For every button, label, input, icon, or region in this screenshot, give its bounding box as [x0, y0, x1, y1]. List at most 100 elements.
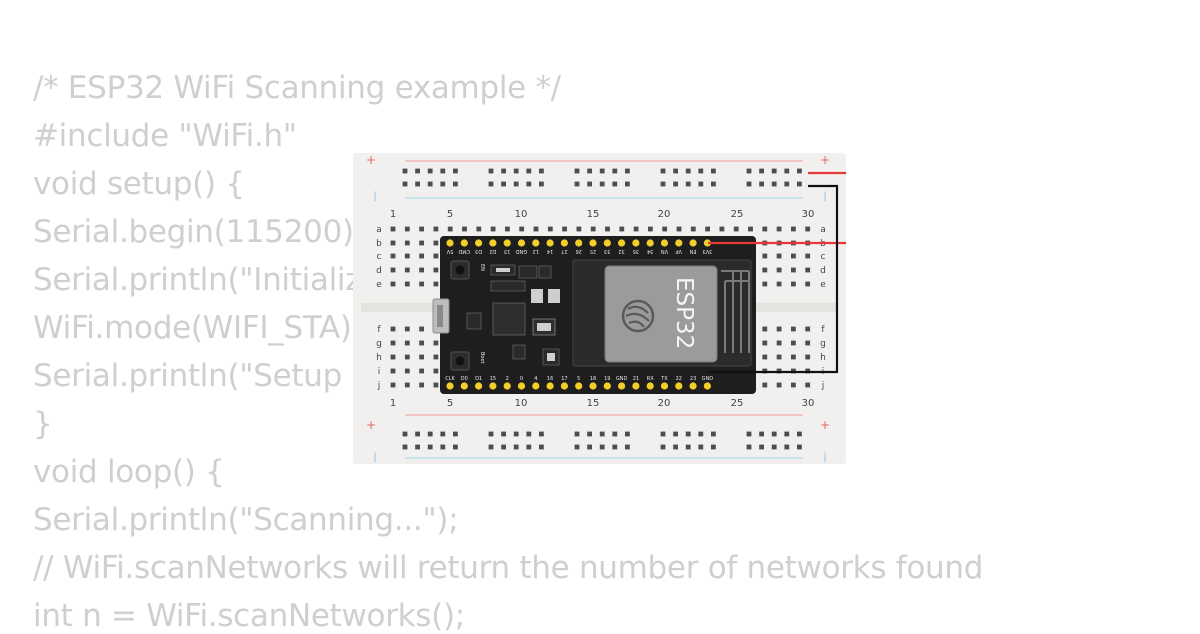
breadboard-hole[interactable]	[673, 181, 678, 187]
breadboard-hole[interactable]	[447, 226, 453, 232]
breadboard-hole[interactable]	[404, 368, 410, 374]
breadboard-hole[interactable]	[762, 281, 768, 287]
breadboard-hole[interactable]	[660, 444, 666, 450]
breadboard-hole[interactable]	[587, 181, 592, 187]
breadboard-hole[interactable]	[776, 340, 782, 346]
breadboard-hole[interactable]	[419, 226, 424, 232]
breadboard-hole[interactable]	[612, 444, 618, 450]
breadboard-hole[interactable]	[660, 168, 666, 174]
breadboard-hole[interactable]	[390, 281, 396, 287]
breadboard-hole[interactable]	[501, 168, 506, 174]
breadboard-hole[interactable]	[453, 431, 458, 437]
breadboard-hole[interactable]	[419, 326, 424, 332]
breadboard-hole[interactable]	[791, 326, 796, 332]
breadboard-hole[interactable]	[453, 181, 458, 187]
breadboard-hole[interactable]	[660, 431, 666, 437]
breadboard-hole[interactable]	[501, 431, 506, 437]
breadboard-hole[interactable]	[390, 253, 396, 259]
breadboard-hole[interactable]	[776, 253, 782, 259]
breadboard-hole[interactable]	[625, 181, 630, 187]
breadboard-hole[interactable]	[711, 181, 716, 187]
breadboard-hole[interactable]	[539, 431, 544, 437]
esp32-pin[interactable]	[475, 239, 483, 247]
breadboard-hole[interactable]	[673, 168, 678, 174]
esp32-pin[interactable]	[646, 382, 654, 390]
breadboard-hole[interactable]	[685, 168, 691, 174]
breadboard-hole[interactable]	[390, 240, 396, 246]
breadboard-hole[interactable]	[784, 181, 790, 187]
esp32-devkit[interactable]: 3V3ENVPVN343532332526271412GND13D2D3CMD5…	[432, 236, 756, 394]
breadboard-hole[interactable]	[590, 226, 596, 232]
breadboard-hole[interactable]	[390, 354, 396, 360]
esp32-pin[interactable]	[546, 382, 554, 390]
breadboard-hole[interactable]	[685, 444, 691, 450]
breadboard-hole[interactable]	[440, 181, 446, 187]
breadboard-hole[interactable]	[574, 431, 580, 437]
breadboard-hole[interactable]	[415, 168, 420, 174]
esp32-pin[interactable]	[632, 382, 640, 390]
breadboard-hole[interactable]	[698, 431, 704, 437]
breadboard-hole[interactable]	[440, 168, 446, 174]
breadboard-hole[interactable]	[776, 281, 782, 287]
breadboard-hole[interactable]	[797, 181, 802, 187]
breadboard-hole[interactable]	[705, 226, 710, 232]
breadboard-hole[interactable]	[797, 168, 802, 174]
esp32-pin[interactable]	[503, 239, 511, 247]
breadboard-hole[interactable]	[685, 431, 691, 437]
breadboard-hole[interactable]	[433, 253, 439, 259]
breadboard-diagram[interactable]: + + | | + + | | 1 5 10 15 20 25 30 1 5 1…	[353, 153, 846, 464]
breadboard-hole[interactable]	[390, 368, 396, 374]
breadboard-hole[interactable]	[440, 444, 446, 450]
breadboard-hole[interactable]	[633, 226, 639, 232]
breadboard-hole[interactable]	[404, 253, 410, 259]
breadboard-hole[interactable]	[419, 267, 424, 273]
esp32-pin[interactable]	[489, 239, 497, 247]
esp32-pin[interactable]	[460, 382, 468, 390]
breadboard-hole[interactable]	[612, 431, 618, 437]
breadboard-hole[interactable]	[501, 181, 506, 187]
esp32-pin[interactable]	[446, 239, 454, 247]
esp32-pin[interactable]	[460, 239, 468, 247]
breadboard-hole[interactable]	[513, 181, 519, 187]
breadboard-hole[interactable]	[427, 431, 433, 437]
breadboard-hole[interactable]	[488, 431, 494, 437]
breadboard-hole[interactable]	[662, 226, 668, 232]
breadboard-hole[interactable]	[759, 168, 764, 174]
breadboard-svg[interactable]: + + | | + + | | 1 5 10 15 20 25 30 1 5 1…	[353, 153, 846, 464]
esp32-pin[interactable]	[603, 239, 611, 247]
breadboard-hole[interactable]	[419, 354, 424, 360]
esp32-pin[interactable]	[675, 382, 683, 390]
breadboard-hole[interactable]	[419, 253, 424, 259]
esp32-pin[interactable]	[475, 382, 483, 390]
breadboard-hole[interactable]	[746, 444, 752, 450]
breadboard-hole[interactable]	[625, 431, 630, 437]
breadboard-hole[interactable]	[513, 431, 519, 437]
breadboard-hole[interactable]	[433, 382, 439, 388]
breadboard-hole[interactable]	[762, 326, 768, 332]
esp32-pin-row-bottom[interactable]	[446, 382, 711, 390]
breadboard-hole[interactable]	[419, 281, 424, 287]
breadboard-hole[interactable]	[402, 181, 408, 187]
breadboard-hole[interactable]	[488, 181, 494, 187]
breadboard-hole[interactable]	[404, 326, 410, 332]
breadboard-hole[interactable]	[433, 240, 439, 246]
esp32-pin[interactable]	[675, 239, 683, 247]
breadboard-hole[interactable]	[415, 444, 420, 450]
breadboard-hole[interactable]	[404, 226, 410, 232]
esp32-pin[interactable]	[689, 382, 697, 390]
breadboard-hole[interactable]	[402, 444, 408, 450]
breadboard-hole[interactable]	[404, 267, 410, 273]
breadboard-hole[interactable]	[533, 226, 539, 232]
esp32-pin[interactable]	[446, 382, 454, 390]
breadboard-hole[interactable]	[404, 354, 410, 360]
breadboard-hole[interactable]	[805, 354, 811, 360]
breadboard-hole[interactable]	[784, 168, 790, 174]
breadboard-hole[interactable]	[762, 340, 768, 346]
breadboard-hole[interactable]	[771, 168, 777, 174]
esp32-pin[interactable]	[517, 239, 526, 247]
esp32-pin[interactable]	[618, 382, 626, 390]
breadboard-hole[interactable]	[501, 444, 506, 450]
breadboard-hole[interactable]	[776, 382, 782, 388]
breadboard-hole[interactable]	[562, 226, 567, 232]
breadboard-hole[interactable]	[453, 444, 458, 450]
